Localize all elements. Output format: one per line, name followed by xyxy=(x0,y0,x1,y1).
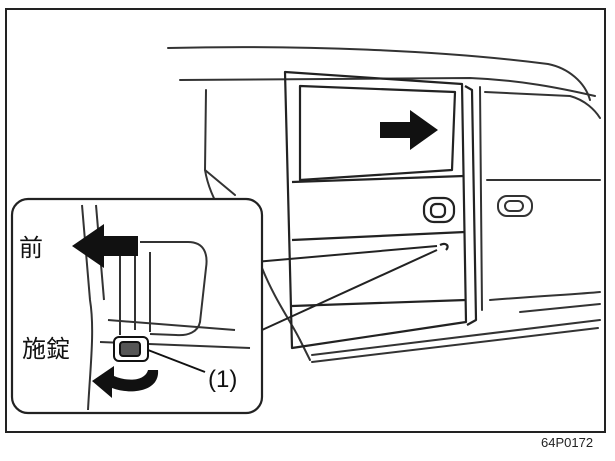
callout-leader xyxy=(254,245,438,331)
figure-code: 64P0172 xyxy=(541,435,594,450)
lock-knob xyxy=(113,336,206,373)
detail-inset xyxy=(10,197,264,415)
callout-number: (1) xyxy=(208,366,238,393)
sliding-door xyxy=(283,70,478,350)
front-arrow-icon xyxy=(72,224,138,268)
lock-label: 施錠 xyxy=(22,335,70,363)
vehicle-body xyxy=(167,46,601,363)
door-slide-arrow-icon xyxy=(380,110,438,150)
front-label: 前 xyxy=(19,234,43,262)
lock-rotate-arrow-icon xyxy=(92,366,159,398)
